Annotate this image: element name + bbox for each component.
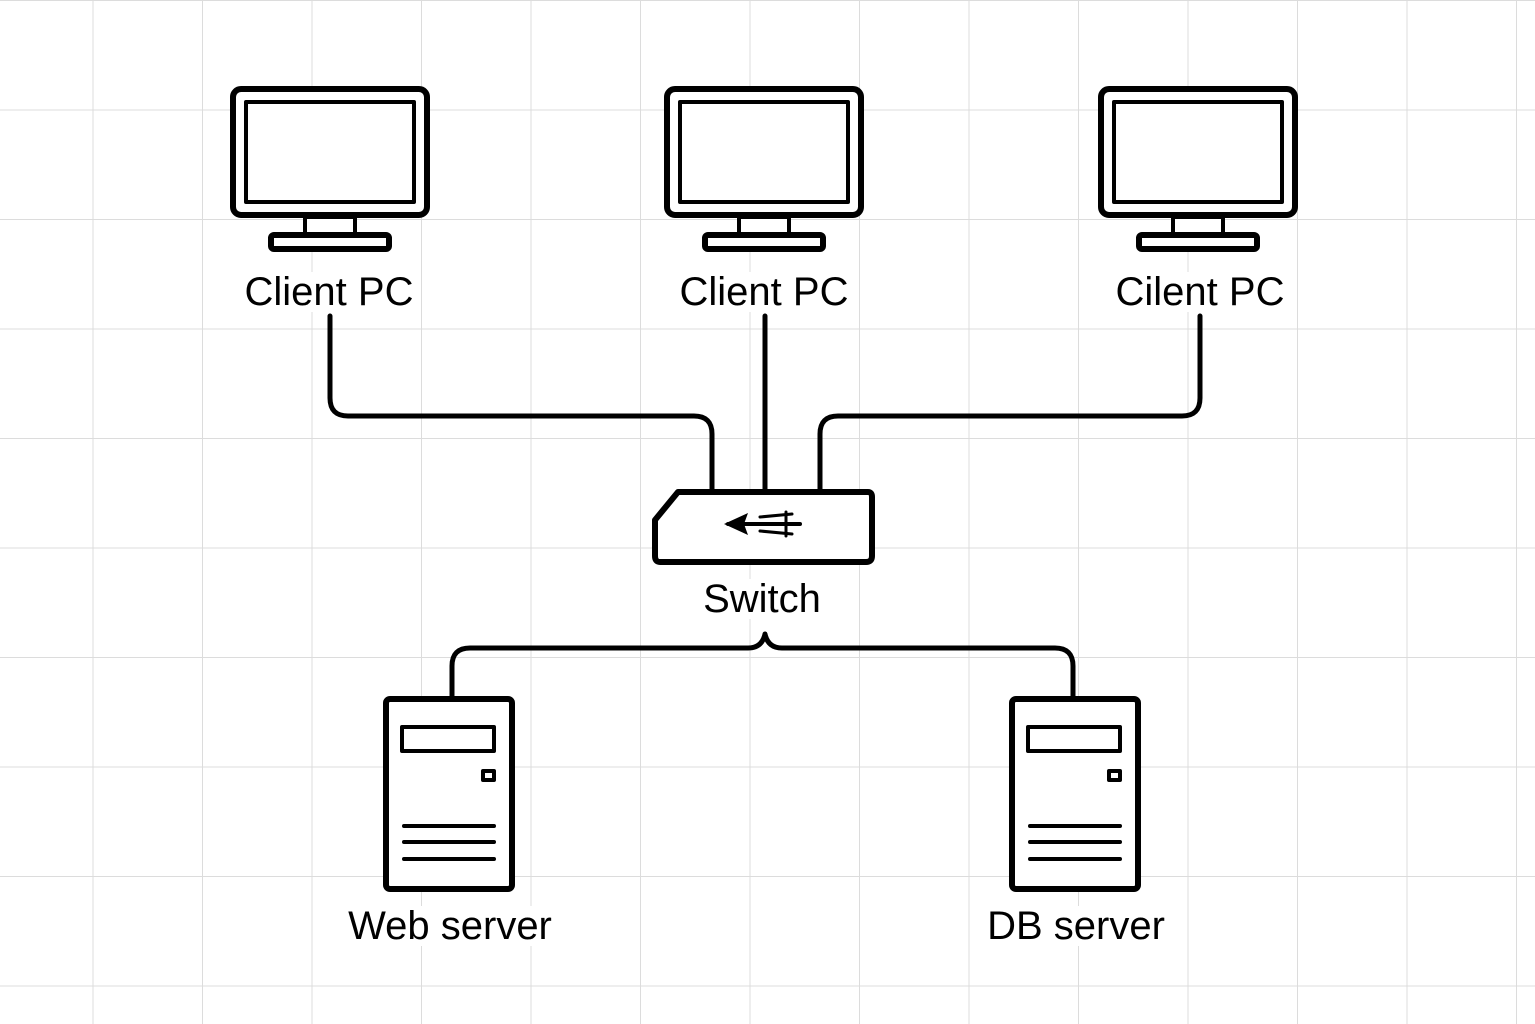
network-switch-icon[interactable] — [652, 489, 875, 565]
client-pc-label: Client PC — [677, 270, 851, 314]
server-tower-icon[interactable] — [1009, 696, 1141, 892]
web-server-label: Web server — [346, 904, 554, 948]
connectors — [327, 313, 1203, 701]
switch-label: Switch — [701, 577, 823, 621]
monitor-icon[interactable] — [664, 86, 864, 252]
edge-switch-web-db — [449, 631, 1076, 701]
db-server-label: DB server — [985, 904, 1167, 948]
edge-client3-switch — [817, 313, 1203, 495]
monitor-icon[interactable] — [230, 86, 430, 252]
client-pc-label: Client PC — [242, 270, 416, 314]
edge-client1-switch — [327, 313, 715, 495]
client-pc-label: Cilent PC — [1113, 270, 1287, 314]
monitor-icon[interactable] — [1098, 86, 1298, 252]
server-tower-icon[interactable] — [383, 696, 515, 892]
